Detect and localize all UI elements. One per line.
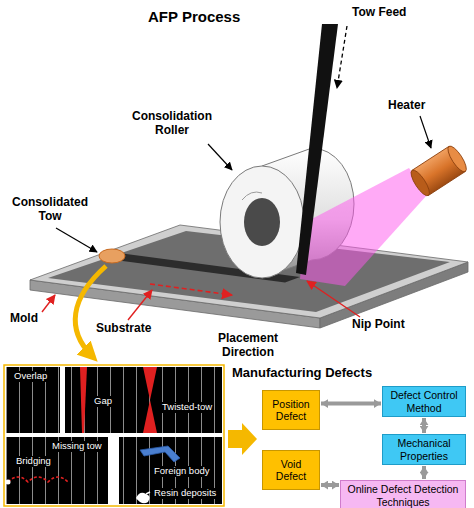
flow-arrow bbox=[228, 423, 257, 455]
defect-label: Overlap bbox=[12, 371, 49, 382]
part-label: Tow Feed bbox=[352, 6, 406, 20]
part-label: Heater bbox=[388, 99, 425, 113]
double-arrow bbox=[321, 483, 339, 487]
part-label: Nip Point bbox=[352, 318, 405, 332]
box-text: Online Defect Detection Techniques bbox=[344, 483, 462, 507]
double-arrow bbox=[422, 418, 426, 433]
part-label: Mold bbox=[10, 312, 38, 326]
defect-label: Missing tow bbox=[50, 441, 104, 452]
figure-heading: AFP Process bbox=[148, 8, 240, 25]
zoom-arrow bbox=[75, 266, 106, 356]
part-label: Consolidated Tow bbox=[8, 196, 92, 224]
box-text: Mechanical Properties bbox=[386, 437, 462, 461]
defect-label: Twisted-tow bbox=[160, 402, 214, 413]
section-heading: Manufacturing Defects bbox=[232, 366, 372, 381]
double-arrow bbox=[422, 466, 426, 479]
defect-spot bbox=[99, 249, 125, 263]
part-label: Consolidation Roller bbox=[126, 110, 218, 138]
defect-label: Bridging bbox=[14, 456, 53, 467]
part-label: Placement Direction bbox=[206, 332, 290, 360]
leader-arrows bbox=[42, 26, 431, 320]
defect-panel bbox=[4, 365, 224, 506]
box-text: Defect Control Method bbox=[386, 389, 462, 413]
box-text: Position Defect bbox=[266, 398, 316, 422]
box-text: Void Defect bbox=[266, 458, 316, 482]
process-box: Online Defect Detection Techniques bbox=[340, 480, 466, 508]
defect-label: Foreign body bbox=[152, 466, 211, 477]
placement-arrow bbox=[150, 284, 232, 295]
process-box: Position Defect bbox=[262, 390, 320, 430]
heat-beam bbox=[300, 168, 427, 286]
heater bbox=[408, 144, 470, 199]
tow-feed-strip bbox=[296, 24, 338, 275]
part-label: Substrate bbox=[96, 322, 151, 336]
process-box: Defect Control Method bbox=[382, 386, 466, 417]
defect-label: Gap bbox=[92, 396, 114, 407]
process-box: Mechanical Properties bbox=[382, 434, 466, 465]
defect-label: Resin deposits bbox=[152, 488, 218, 499]
process-box: Void Defect bbox=[262, 450, 320, 490]
double-arrow bbox=[321, 402, 381, 406]
